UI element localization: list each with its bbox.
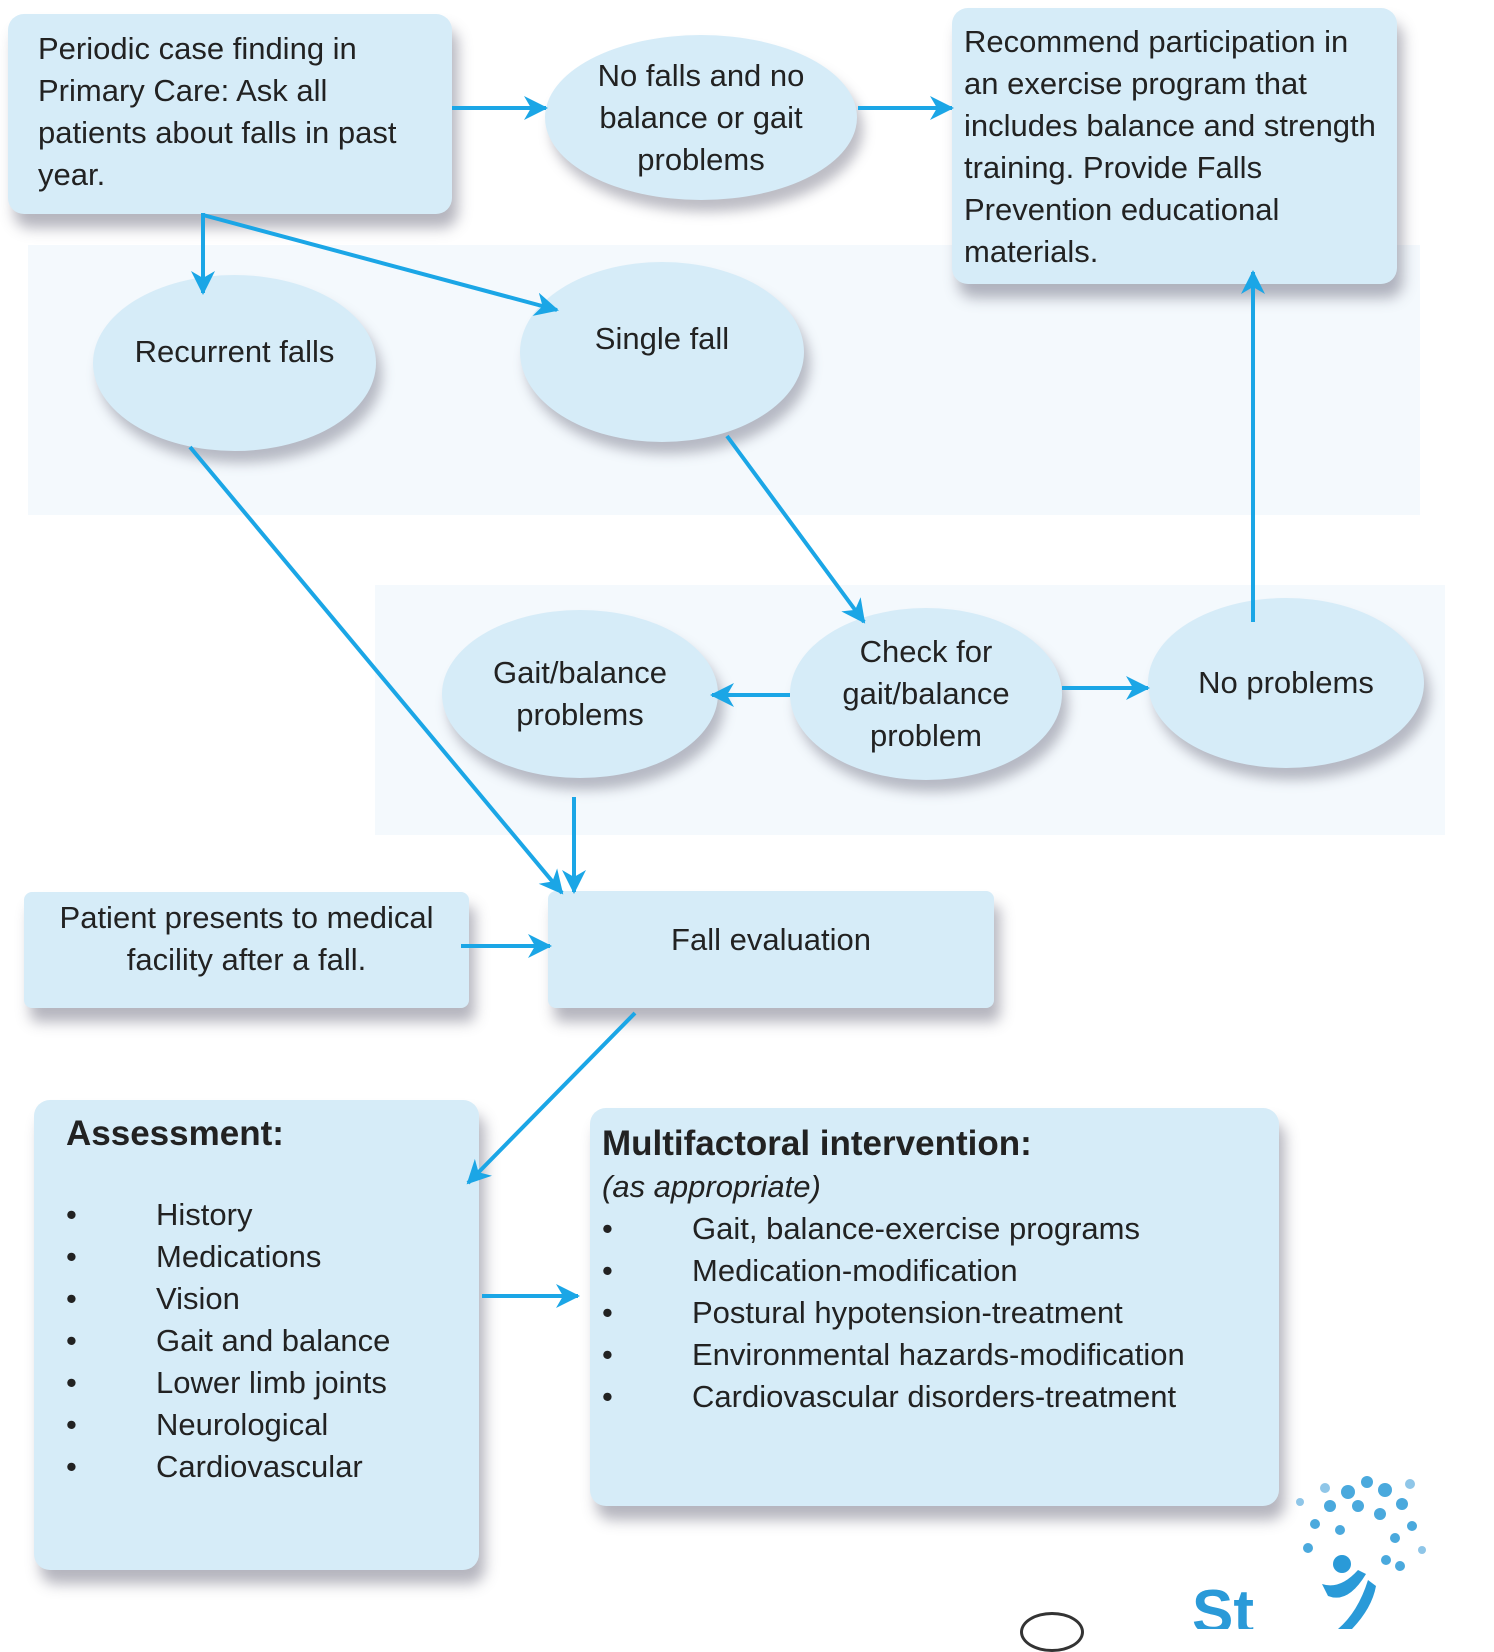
check-gait-text: Check for gait/balance problem [842, 634, 1010, 753]
gait-balance-problems-node: Gait/balance problems [442, 610, 718, 778]
recurrent-falls-node: Recurrent falls [93, 275, 376, 451]
recurrent-falls-text: Recurrent falls [134, 334, 335, 369]
no-falls-text: No falls and no balance or gait problems [597, 57, 805, 177]
intervention-item: •Environmental hazards-modification [602, 1337, 1185, 1372]
single-fall-text: Single fall [594, 321, 730, 356]
intervention-box: Multifactoral intervention: (as appropri… [590, 1108, 1279, 1506]
arrow-recurrent-to-evaluation [188, 445, 564, 895]
assessment-item: •Neurological [66, 1407, 329, 1442]
assessment-list: •History •Medications •Vision •Gait and … [66, 1194, 479, 1488]
assessment-item: •Lower limb joints [66, 1365, 387, 1400]
intervention-subtitle: (as appropriate) [602, 1169, 821, 1204]
patient-presents-text: Patient presents to medical facility aft… [59, 900, 434, 977]
case-finding-text: Periodic case finding in Primary Care: A… [38, 31, 397, 192]
no-falls-node: No falls and no balance or gait problems [545, 35, 857, 200]
organization-logo: St [1190, 1462, 1494, 1629]
assessment-box: Assessment: •History •Medications •Visio… [34, 1100, 479, 1570]
recommend-box: Recommend participation in an exercise p… [952, 8, 1397, 284]
case-finding-box: Periodic case finding in Primary Care: A… [8, 14, 452, 214]
secondary-logo [1020, 1612, 1084, 1652]
arrow-single-to-check [725, 434, 866, 624]
fall-evaluation-text: Fall evaluation [671, 922, 871, 957]
check-gait-node: Check for gait/balance problem [790, 608, 1062, 780]
intervention-item: •Postural hypotension-treatment [602, 1295, 1123, 1330]
recommend-text: Recommend participation in an exercise p… [964, 24, 1376, 269]
patient-presents-box: Patient presents to medical facility aft… [24, 892, 469, 1008]
assessment-item: •History [66, 1197, 253, 1232]
assessment-title: Assessment: [66, 1114, 284, 1153]
arrow-evaluation-to-assessment [466, 1011, 637, 1185]
intervention-item: •Medication-modification [602, 1253, 1018, 1288]
fall-evaluation-box: Fall evaluation [548, 891, 994, 1008]
no-problems-text: No problems [1198, 665, 1374, 700]
intervention-item: •Cardiovascular disorders-treatment [602, 1379, 1177, 1414]
no-problems-node: No problems [1148, 598, 1424, 768]
single-fall-node: Single fall [520, 262, 804, 442]
intervention-list: •Gait, balance-exercise programs •Medica… [602, 1208, 1279, 1418]
assessment-item: •Vision [66, 1281, 240, 1316]
intervention-item: •Gait, balance-exercise programs [602, 1211, 1140, 1246]
logo-text: St [1192, 1582, 1254, 1629]
arrow-case-to-single [202, 213, 559, 316]
assessment-item: •Medications [66, 1239, 322, 1274]
assessment-item: •Cardiovascular [66, 1449, 363, 1484]
assessment-item: •Gait and balance [66, 1323, 391, 1358]
intervention-title: Multifactoral intervention: [602, 1124, 1032, 1163]
leaf-figure-icon [1296, 1476, 1426, 1629]
gait-balance-problems-text: Gait/balance problems [492, 655, 668, 732]
